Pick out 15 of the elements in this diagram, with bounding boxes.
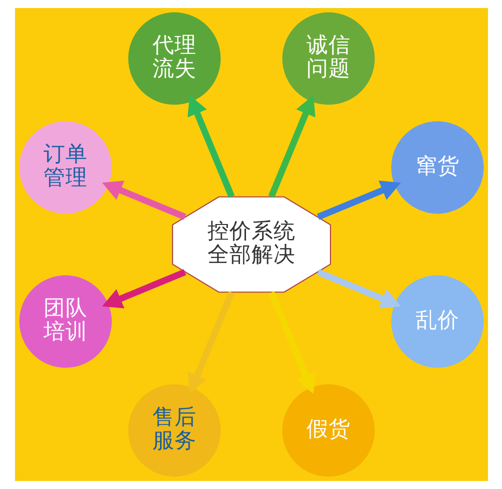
arrow <box>316 269 400 308</box>
node-circle: 窜货 <box>390 121 484 214</box>
arrow <box>102 180 186 220</box>
arrow <box>268 291 315 394</box>
node-circle: 团队培训 <box>18 275 112 368</box>
arrow <box>316 180 400 220</box>
node-circle: 乱价 <box>390 275 484 368</box>
arrow <box>187 291 234 394</box>
node-circle: 代理流失 <box>128 12 220 105</box>
node-circle: 订单管理 <box>18 121 112 214</box>
arrow <box>102 269 186 308</box>
node-circle: 假货 <box>282 384 374 477</box>
arrow <box>187 95 234 198</box>
arrow <box>268 95 315 198</box>
node-circle: 诚信问题 <box>282 12 374 105</box>
